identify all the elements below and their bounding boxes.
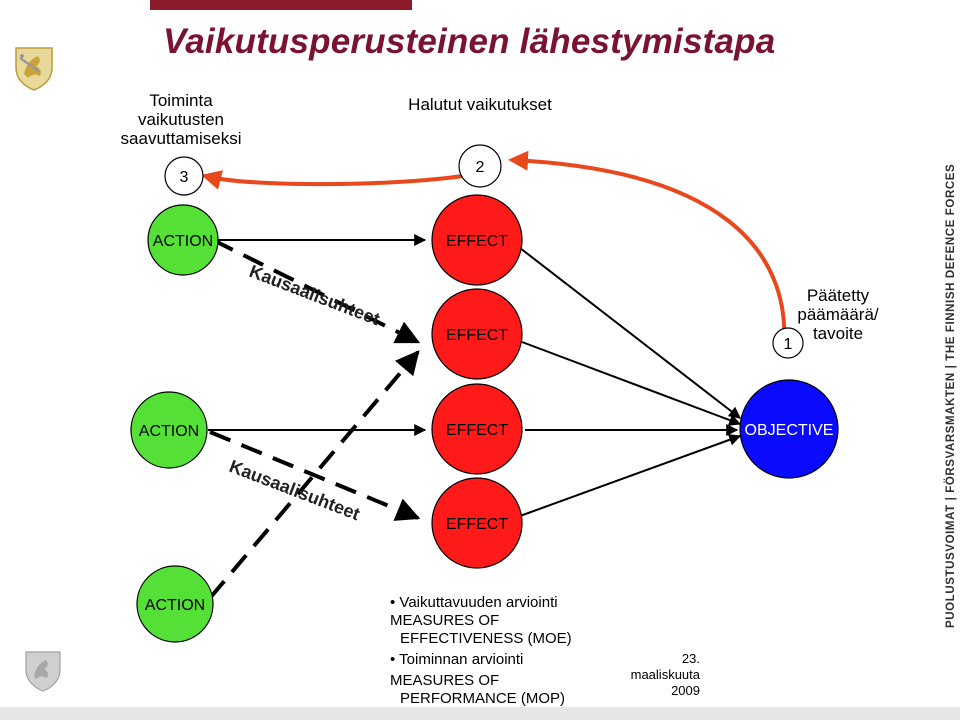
number-3: 3 [180,169,189,186]
number-circle-1 [772,327,804,359]
effect-node-2 [431,288,523,380]
kausaali-label-2: Kausaalisuhteet [227,456,363,524]
date-label: 23. maaliskuuta 2009 [630,651,700,698]
action-node-1 [147,204,219,276]
effect-node-1 [431,194,523,286]
action-node-2-label: ACTION [139,423,199,440]
finnish-lion-logo-icon [15,47,53,91]
footer-lion-emblem-icon [25,651,61,692]
arrow-effect2-objective [521,341,742,426]
effect-node-1-label: EFFECT [446,233,508,250]
action-node-1-label: ACTION [153,233,213,250]
measures-item-moe-line1: MEASURES OF [390,612,500,629]
number-2: 2 [476,159,485,176]
effect-node-3-label: EFFECT [446,422,508,439]
measures-item-moe-line2: EFFECTIVENESS (MOE) [400,630,572,647]
footer-bar [0,707,960,720]
action-node-3 [136,565,214,643]
effect-node-3 [431,383,523,475]
causal-link-action3-effect2 [208,350,420,600]
measures-item-mop-title: • Toiminnan arviointi [390,651,524,668]
halutut-label: Halutut vaikutukset [408,95,552,114]
side-brand-text: PUOLUSTUSVOIMAT | FÖRSVARSMAKTEN | THE F… [945,163,957,628]
measures-item-mop-line2: PERFORMANCE (MOP) [400,690,565,707]
toiminta-label: Toiminta vaikutusten saavuttamiseksi [120,91,242,148]
measures-item-mop-line1: MEASURES OF [390,672,500,689]
causal-link-action2-effect4 [209,430,421,521]
action-node-3-label: ACTION [145,597,205,614]
number-circle-2 [458,144,502,188]
title-accent-bar [150,0,412,10]
measures-item-moe-title: • Vaikuttavuuden arviointi [390,594,558,611]
arrow-effect4-objective [519,434,742,517]
page-title: Vaikutusperusteinen lähestymistapa [163,22,776,61]
objective-node [739,379,839,479]
number-circle-3 [164,156,204,196]
effect-node-2-label: EFFECT [446,327,508,344]
feedback-arrow-2-to-3 [201,166,498,190]
feedback-arrow-objective-to-2 [508,150,787,347]
effect-node-4 [431,477,523,569]
arrow-effect1-objective [519,247,741,419]
measures-list: • Vaikuttavuuden arviointi MEASURES OF E… [390,594,572,708]
objective-node-label: OBJECTIVE [745,422,834,439]
paatetty-label: Päätetty päämäärä/ tavoite [797,286,879,343]
effect-node-4-label: EFFECT [446,516,508,533]
number-1: 1 [784,336,793,353]
action-node-2 [130,391,208,469]
kausaali-label-1: Kausaalisuhteet [247,261,383,329]
causal-link-action1-effect2 [212,238,421,344]
